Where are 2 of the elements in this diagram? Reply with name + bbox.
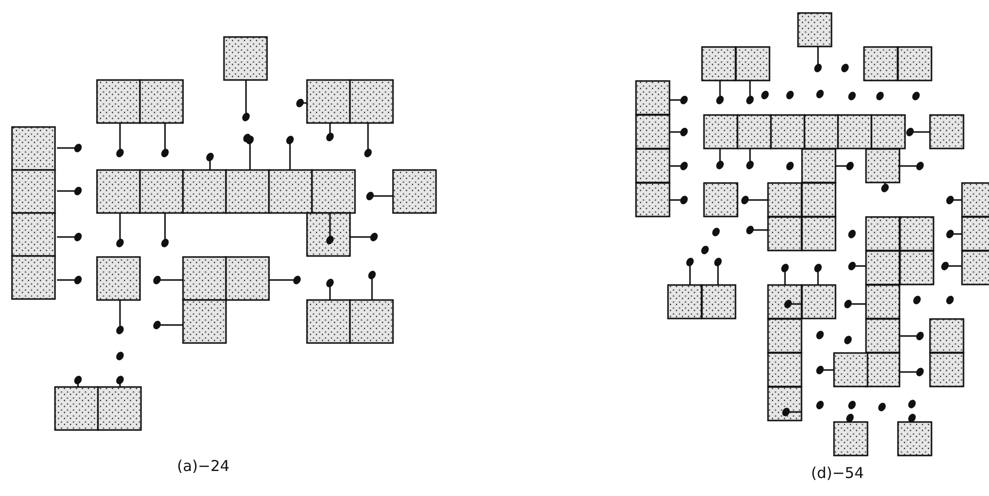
figure-caption: (d)−54 — [811, 464, 864, 482]
figure-caption: (a)−24 — [177, 457, 230, 475]
